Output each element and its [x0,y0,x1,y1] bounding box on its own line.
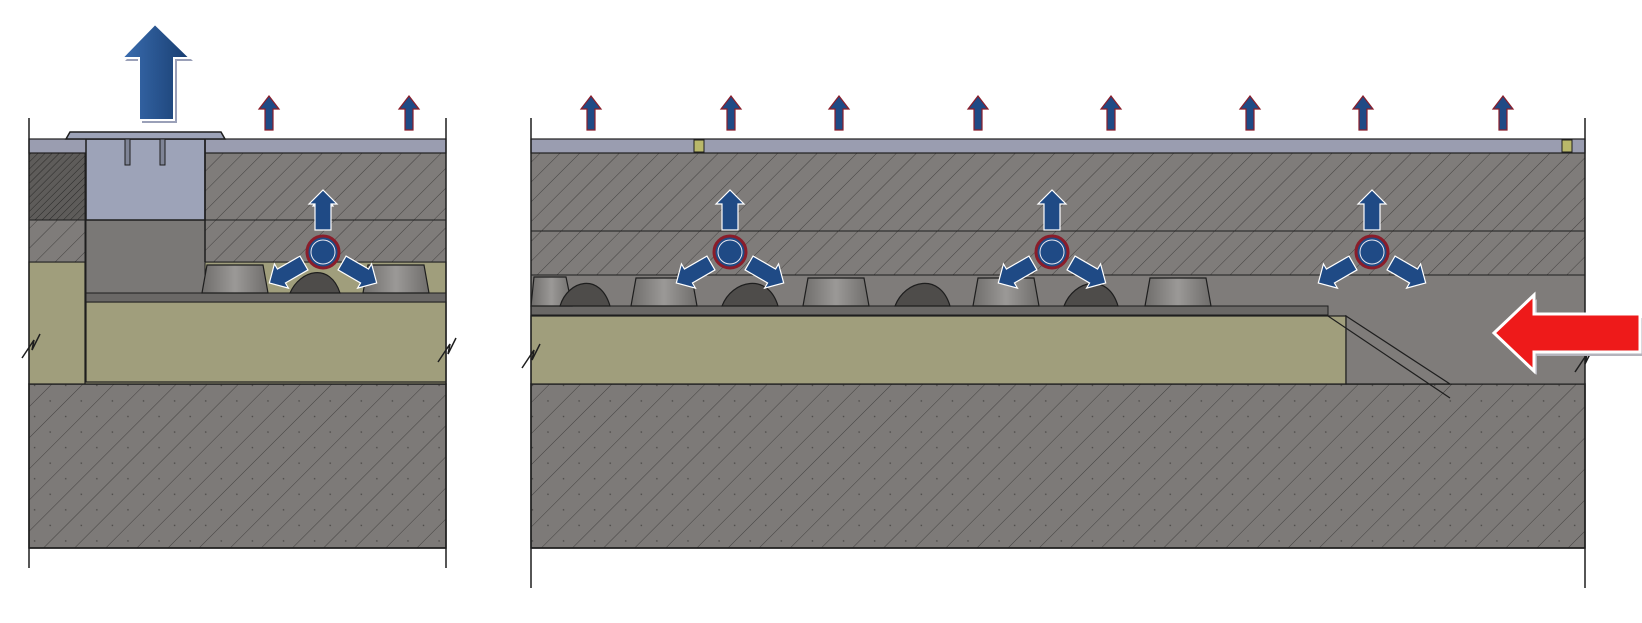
right-section [521,118,1594,588]
arrow-up-icon [258,95,280,131]
heating-pipe-group [1317,189,1427,290]
membrane-base [530,305,1329,316]
heating-pipe-group [268,189,378,290]
arrow-up-icon [967,95,989,131]
membrane-studs [530,276,1212,307]
heating-pipe-icon [712,234,748,270]
arrow-up-icon [828,95,850,131]
break-line-icon [437,337,457,363]
arrow-up-icon [1239,95,1261,131]
floor-drain [64,131,227,262]
insulation-chamfer [1345,314,1453,385]
concrete-slab [28,383,447,549]
drain-cavity [85,219,206,294]
insulation-layer [530,315,1347,385]
expansion-joint [693,139,705,153]
screed-left-strip [28,152,86,221]
arrow-up-icon [720,95,742,131]
arrow-up-large-icon [119,22,193,123]
heating-pipe-group [675,189,785,290]
heating-pipe-icon [305,234,341,270]
membrane-base [85,292,447,303]
heating-pipe-group [997,189,1107,290]
heating-pipe-icon [1034,234,1070,270]
concrete-slab [530,383,1586,549]
heating-pipe-icon [1354,234,1390,270]
arrow-up-icon [580,95,602,131]
arrow-up-icon [398,95,420,131]
break-line-icon [21,333,41,359]
arrow-up-icon [1492,95,1514,131]
arrow-up-icon [1100,95,1122,131]
insulation-lower-screed [85,301,447,383]
screed-left-lower [28,219,86,263]
expansion-joint [1561,139,1573,153]
finish-layer [530,138,1586,154]
arrow-up-icon [1352,95,1374,131]
membrane-studs [201,264,430,294]
break-line-icon [521,343,541,369]
left-section [21,118,457,568]
emission-arrows [258,95,1514,131]
arrow-left-icon [1491,291,1642,375]
